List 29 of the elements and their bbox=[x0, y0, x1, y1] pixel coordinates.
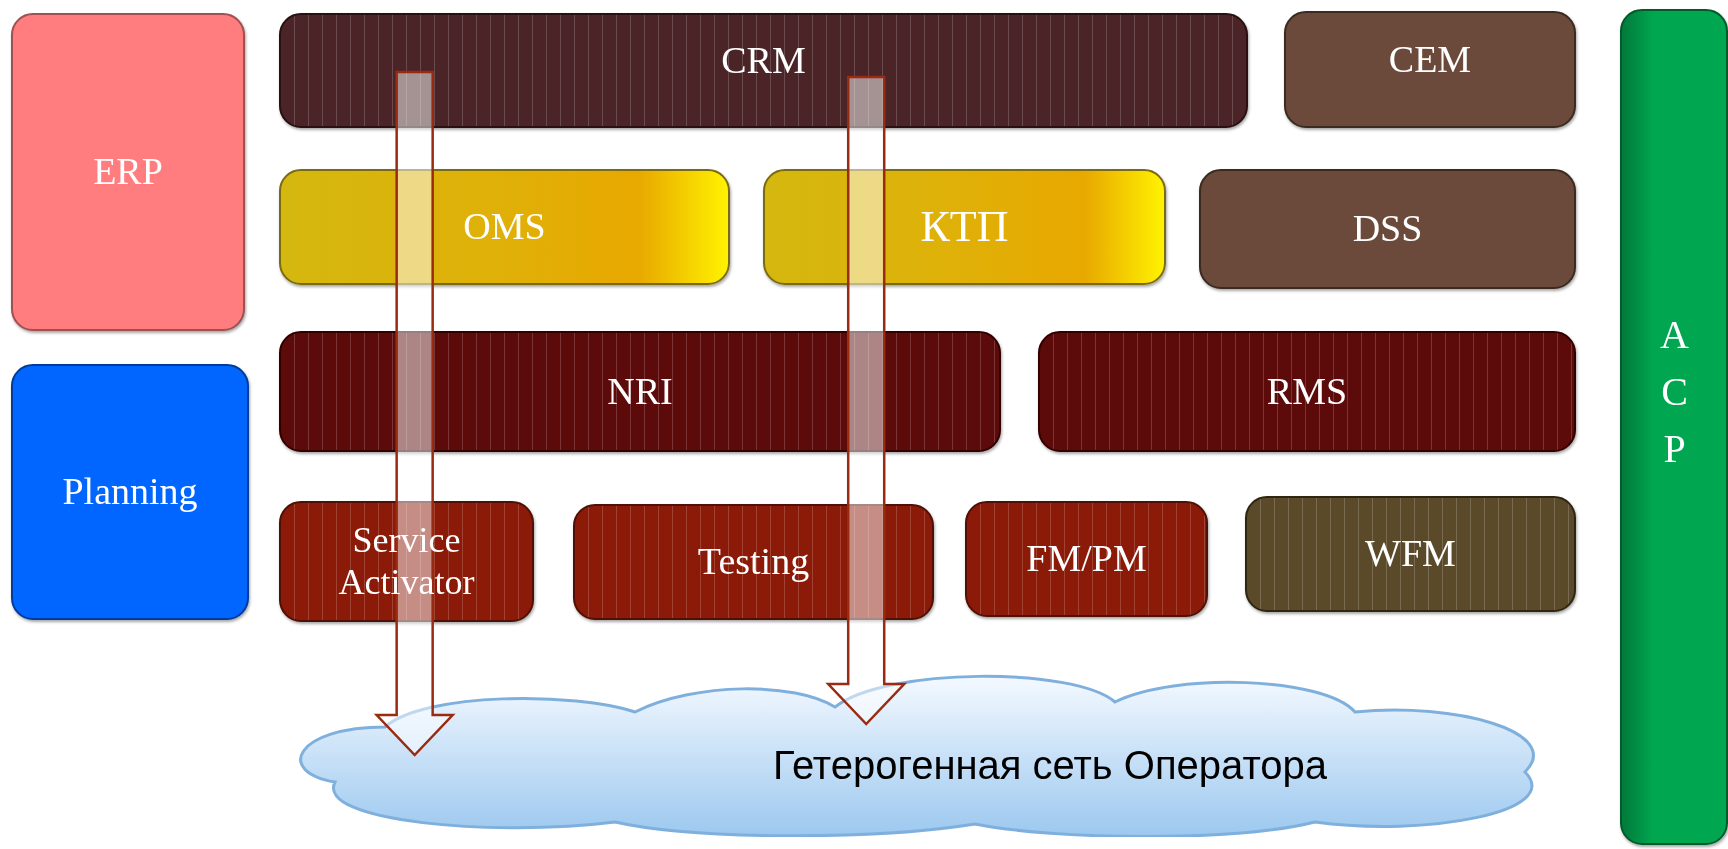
vertical-label: АСР bbox=[1651, 311, 1697, 483]
system-box bbox=[11, 13, 245, 331]
system-box bbox=[279, 13, 1248, 128]
system-box bbox=[11, 364, 249, 620]
box-label: WFM bbox=[1365, 532, 1456, 576]
box-label: CRM bbox=[721, 38, 806, 83]
box-label: ERP bbox=[93, 150, 163, 194]
system-box bbox=[279, 169, 730, 285]
box-label: OMS bbox=[463, 205, 546, 249]
system-box bbox=[965, 501, 1208, 617]
box-label: FM/PM bbox=[1026, 537, 1147, 581]
box-label: CEM bbox=[1388, 37, 1472, 82]
block-arrow bbox=[825, 75, 908, 726]
box-label: RMS bbox=[1266, 369, 1348, 414]
box-label: КТП bbox=[920, 201, 1009, 253]
box-label: DSS bbox=[1352, 207, 1423, 251]
system-box bbox=[1038, 331, 1576, 452]
system-box bbox=[763, 169, 1166, 285]
system-box bbox=[1245, 496, 1576, 612]
system-box bbox=[279, 331, 1001, 452]
block-arrow bbox=[373, 70, 456, 757]
system-box bbox=[1284, 11, 1576, 128]
system-box bbox=[573, 504, 934, 620]
box-label: Testing bbox=[697, 540, 810, 584]
system-box bbox=[1199, 169, 1576, 289]
cloud-label: Гетерогенная сеть Оператора bbox=[772, 741, 1328, 788]
side-bar bbox=[1620, 9, 1728, 845]
box-label: Planning bbox=[62, 470, 198, 514]
box-label: NRI bbox=[607, 369, 673, 414]
